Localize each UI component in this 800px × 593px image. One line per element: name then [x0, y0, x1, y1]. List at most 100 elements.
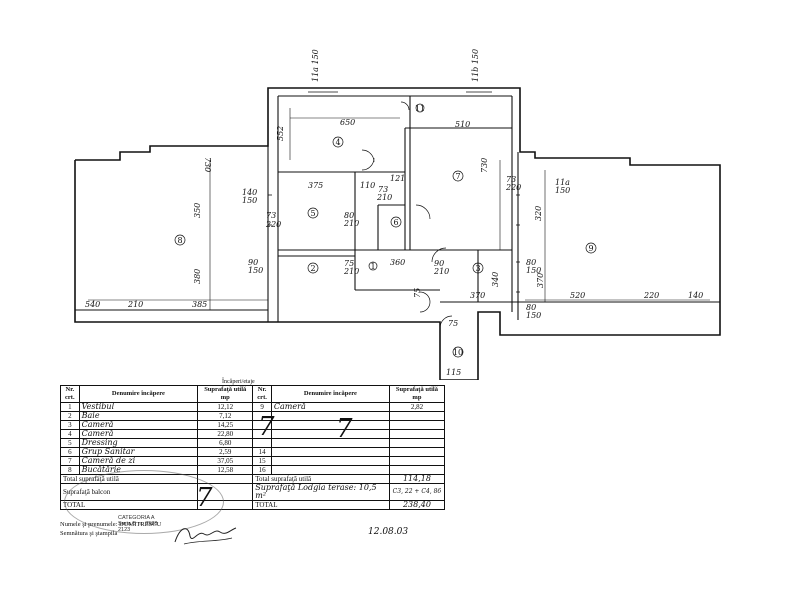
opening-mid-d-den: 210 [433, 267, 449, 276]
dim-220: 220 [643, 291, 659, 300]
cell-nr: 1 [60, 402, 80, 412]
cell-nr: 9 [252, 402, 272, 412]
dim-730a: 730 [203, 157, 212, 172]
header-area-left: Suprafaţă utilă mp [197, 385, 254, 403]
opening-right-d-num: 80 [526, 303, 536, 312]
footer-name-line: Numele şi prenumele: DUMITRESCU [60, 521, 162, 528]
scribble-mark-1: 7 [258, 412, 275, 442]
opening-storage-num: 75 [448, 319, 458, 328]
dim-510: 510 [455, 120, 470, 129]
room-label-3: 3 [475, 264, 480, 273]
room-label-7: 7 [455, 172, 460, 181]
opening-right-b-den: 150 [555, 186, 570, 195]
opening-right-a-num: 73 [506, 175, 516, 184]
door-swings [361, 101, 453, 329]
cell-nr: 14 [252, 447, 272, 457]
dim-210: 210 [127, 300, 143, 309]
opening-mid-b-den: 210 [376, 193, 392, 202]
footer-signature-line: Semnătura şi ştampila [60, 530, 118, 537]
table-row: 1 Vestibul 12,12 9 Cameră 2,82 [60, 402, 446, 412]
opening-right-d-den: 150 [526, 311, 541, 320]
opening-mid-c-den: 210 [343, 267, 359, 276]
floor-plan: 8 4 7 5 6 2 1 3 9 10 11 650 510 552 375 … [74, 49, 721, 380]
dim-730b: 730 [480, 158, 489, 173]
room-label-2: 2 [310, 264, 315, 273]
opening-left-a-den: 150 [242, 196, 257, 205]
cell-area [388, 447, 446, 457]
table-row: 4 Cameră 22,80 [60, 429, 446, 439]
document-date: 12.08.03 [368, 527, 409, 537]
dim-552: 552 [276, 126, 285, 141]
cell-nr: 5 [60, 438, 80, 448]
right-total-label: TOTAL [252, 500, 390, 510]
room-labels: 8 4 7 5 6 2 1 3 9 10 11 [177, 104, 593, 357]
room-label-6: 6 [393, 218, 398, 227]
cell-name [270, 411, 390, 421]
opening-labels: 11a 150 11b 150 140 150 73 220 90 150 80… [242, 49, 570, 328]
cell-area: 14,25 [197, 420, 254, 430]
opening-right-b-num: 11a [555, 178, 570, 187]
opening-corridor-num: 75 [413, 288, 422, 298]
table-header-row: Nr. crt. Denumire încăpere Suprafaţă uti… [60, 385, 446, 403]
room-label-5: 5 [310, 209, 315, 218]
dim-375: 375 [308, 181, 323, 190]
opening-mid-a-den: 210 [343, 219, 359, 228]
right-balcony-value: C3, 22 + C4, 86 [388, 483, 446, 501]
cell-name: Cameră [270, 402, 390, 412]
dim-350: 350 [193, 203, 202, 218]
inner-walls [75, 95, 720, 322]
dimension-lines [88, 108, 710, 310]
cell-area [388, 429, 446, 439]
dim-121: 121 [390, 174, 405, 183]
cell-nr: 16 [252, 465, 272, 475]
cell-name [270, 429, 390, 439]
dim-360: 360 [390, 258, 405, 267]
opening-mid-a-num: 80 [344, 211, 354, 220]
cell-area [388, 411, 446, 421]
dim-115: 115 [446, 368, 461, 377]
stamp-text: CATEGORIA A Seria B nr. 3588 2123 [118, 515, 157, 533]
rooms-table-grid: Nr. crt. Denumire încăpere Suprafaţă uti… [59, 385, 446, 510]
cell-area: 22,80 [197, 429, 254, 439]
header-name-left: Denumire încăpere [78, 385, 199, 403]
stamp-code: 2123 [118, 527, 131, 533]
cell-area: 37,05 [197, 456, 254, 466]
table-caption: Încăperi/etaje [222, 379, 255, 385]
cell-area [388, 438, 446, 448]
room-label-11: 11 [415, 104, 425, 113]
dim-370b: 370 [536, 273, 545, 288]
dim-380: 380 [193, 269, 202, 284]
dim-110: 110 [360, 181, 375, 190]
room-label-10: 10 [453, 348, 463, 357]
stamp-registration: Seria B nr. 3588 [118, 521, 158, 527]
cell-area: 6,80 [197, 438, 254, 448]
opening-left-a-num: 140 [242, 188, 257, 197]
cell-nr: 8 [60, 465, 80, 475]
table-row: 3 Cameră 14,25 [60, 420, 446, 430]
dim-140: 140 [688, 291, 703, 300]
room-label-4: 4 [335, 138, 340, 147]
dim-520: 520 [570, 291, 585, 300]
opening-mid-d-num: 90 [434, 259, 444, 268]
windows [268, 87, 520, 293]
cell-name [270, 420, 390, 430]
opening-left-b-num: 73 [266, 211, 276, 220]
signature-footer: Numele şi prenumele: DUMITRESCU Semnătur… [60, 520, 161, 538]
dim-540: 540 [85, 300, 100, 309]
room-label-1: 1 [370, 262, 375, 271]
cell-area: 2,82 [388, 402, 446, 412]
cell-nr: 3 [60, 420, 80, 430]
outer-walls [74, 87, 721, 380]
header-area-right: Suprafaţă utilă mp [388, 385, 446, 403]
opening-left-b-den: 220 [265, 220, 281, 229]
opening-mid-c-num: 75 [344, 259, 354, 268]
table-body: 1 Vestibul 12,12 9 Cameră 2,82 2 Baie 7,… [59, 402, 446, 510]
opening-right-c-den: 150 [526, 266, 541, 275]
dim-370: 370 [470, 291, 485, 300]
room-label-9: 9 [588, 244, 593, 253]
header-name-right: Denumire încăpere [270, 385, 390, 403]
cell-nr: 7 [60, 456, 80, 466]
cell-name [270, 456, 390, 466]
cell-area [388, 420, 446, 430]
opening-right-c-num: 80 [526, 258, 536, 267]
